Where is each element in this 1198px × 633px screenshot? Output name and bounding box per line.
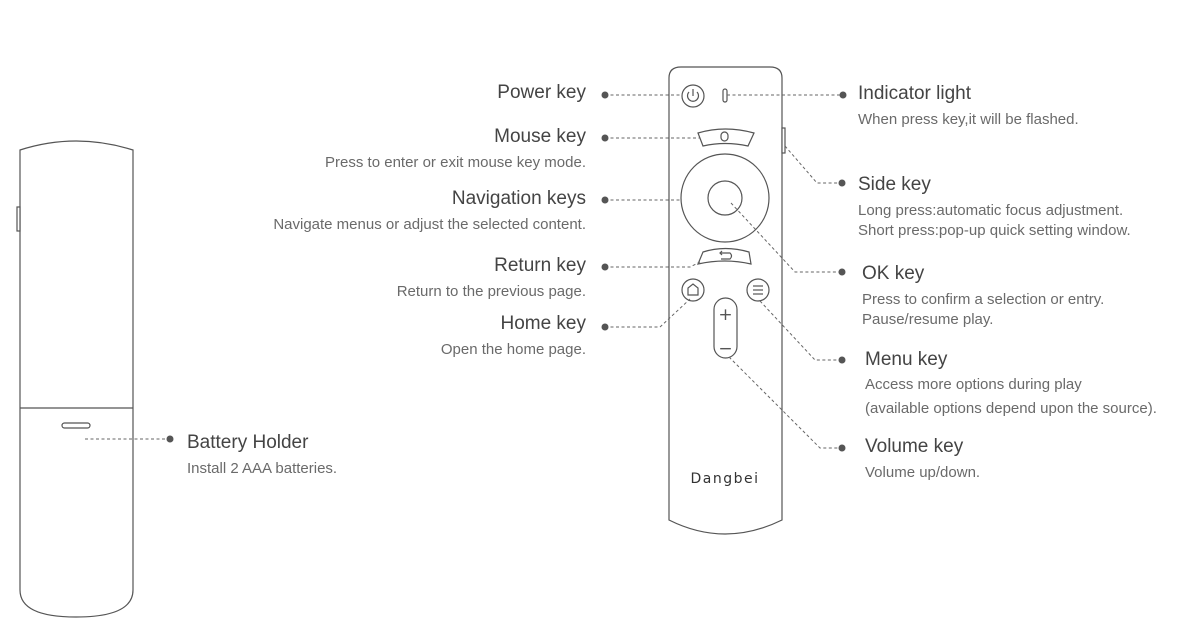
leader-return bbox=[605, 261, 701, 268]
menu-key-desc-1: Access more options during play bbox=[865, 376, 1082, 393]
power-button bbox=[681, 84, 705, 108]
mouse-key-title: Mouse key bbox=[494, 126, 586, 147]
brand-logo: Dangbei bbox=[690, 471, 759, 487]
battery-holder-desc: Install 2 AAA batteries. bbox=[187, 460, 338, 477]
side-key bbox=[781, 127, 786, 154]
power-key-title: Power key bbox=[497, 82, 586, 103]
leader-side bbox=[784, 145, 842, 184]
navigation-keys-title: Navigation keys bbox=[451, 188, 586, 209]
battery-holder-title: Battery Holder bbox=[187, 432, 309, 453]
battery-cover-latch bbox=[61, 422, 91, 429]
side-key-back bbox=[16, 206, 21, 232]
leader-home bbox=[605, 298, 691, 328]
menu-key-desc-2: (available options depend upon the sourc… bbox=[865, 400, 1157, 417]
menu-button bbox=[746, 278, 770, 302]
side-key-title: Side key bbox=[858, 174, 931, 195]
volume-up-symbol: + bbox=[718, 305, 732, 325]
home-key-title: Home key bbox=[500, 313, 586, 334]
volume-key-desc: Volume up/down. bbox=[865, 464, 981, 481]
ok-button bbox=[707, 180, 743, 216]
navigation-keys-desc: Navigate menus or adjust the selected co… bbox=[273, 216, 586, 233]
return-key-desc: Return to the previous page. bbox=[396, 283, 586, 300]
ok-key-title: OK key bbox=[862, 263, 925, 284]
ok-key-desc-2: Pause/resume play. bbox=[862, 311, 994, 328]
indicator-light-desc: When press key,it will be flashed. bbox=[858, 111, 1079, 128]
volume-down-symbol: − bbox=[718, 339, 732, 359]
remote-back-view bbox=[16, 140, 134, 618]
home-button bbox=[681, 278, 705, 302]
volume-key-title: Volume key bbox=[865, 436, 964, 457]
home-key-desc: Open the home page. bbox=[440, 341, 586, 358]
remote-front-view bbox=[668, 66, 786, 535]
indicator-light-title: Indicator light bbox=[858, 83, 972, 104]
return-key-title: Return key bbox=[494, 255, 586, 276]
ok-key-desc-1: Press to confirm a selection or entry. bbox=[862, 291, 1105, 308]
return-button bbox=[697, 247, 752, 265]
leader-ok bbox=[730, 202, 842, 273]
side-key-desc-2: Short press:pop-up quick setting window. bbox=[858, 222, 1131, 239]
navigation-ring bbox=[680, 153, 770, 243]
leader-dots bbox=[166, 91, 847, 452]
leader-lines bbox=[85, 94, 843, 449]
mouse-key-desc: Press to enter or exit mouse key mode. bbox=[325, 154, 586, 171]
leader-volume bbox=[728, 356, 842, 449]
volume-rocker bbox=[713, 297, 738, 359]
mouse-button bbox=[697, 128, 755, 147]
side-key-desc-1: Long press:automatic focus adjustment. bbox=[858, 202, 1124, 219]
menu-key-title: Menu key bbox=[865, 349, 948, 370]
